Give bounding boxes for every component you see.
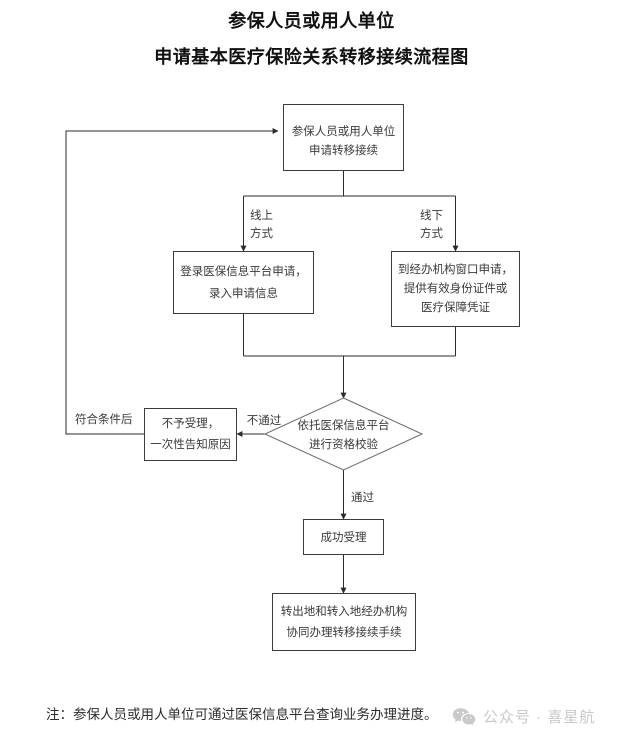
node-online-line-1: 登录医保信息平台申请，	[180, 264, 307, 278]
title-line-1: 参保人员或用人单位	[228, 11, 395, 31]
edge-label-requalify: 符合条件后	[75, 412, 133, 426]
edge-label-online-branch: 线上 方式	[250, 208, 273, 240]
node-online-application: 登录医保信息平台申请， 录入申请信息	[173, 251, 314, 314]
watermark-text: 公众号 · 喜星航	[483, 709, 596, 726]
footer-note: 注：参保人员或用人单位可通过医保信息平台查询业务办理进度。	[46, 707, 438, 722]
edge-label-offline-line-2: 方式	[420, 226, 443, 240]
node-verification-decision: 依托医保信息平台 进行资格校验	[263, 397, 424, 471]
node-reject: 不予受理， 一次性告知原因	[144, 408, 237, 461]
edge-label-online-line-1: 线上	[250, 208, 273, 222]
node-accepted-line-1: 成功受理	[321, 531, 367, 544]
node-start-line-2: 申请转移接续	[309, 143, 378, 157]
node-start: 参保人员或用人单位 申请转移接续	[283, 104, 404, 171]
edge-label-offline-branch: 线下 方式	[420, 208, 443, 240]
node-reject-line-1: 不予受理，	[162, 417, 220, 430]
node-start-line-1: 参保人员或用人单位	[292, 124, 396, 138]
node-handover-line-2: 协同办理转移接续手续	[287, 625, 402, 639]
node-online-line-2: 录入申请信息	[209, 286, 278, 300]
edge-label-online-line-2: 方式	[250, 226, 273, 240]
node-offline-line-2: 提供有效身份证件或	[404, 281, 508, 295]
edge-label-fail: 不通过	[247, 414, 282, 427]
node-reject-line-2: 一次性告知原因	[150, 437, 231, 451]
node-accepted: 成功受理	[303, 519, 384, 555]
watermark: 公众号 · 喜星航	[452, 706, 595, 727]
node-verify-line-2: 进行资格校验	[309, 437, 378, 451]
node-handover-line-1: 转出地和转入地经办机构	[281, 604, 408, 618]
edge-label-offline-line-1: 线下	[420, 208, 443, 222]
page-title: 参保人员或用人单位 申请基本医疗保险关系转移接续流程图	[0, 8, 623, 70]
node-handover: 转出地和转入地经办机构 协同办理转移接续手续	[272, 593, 416, 651]
node-offline-line-1: 到经办机构窗口申请，	[398, 262, 513, 276]
wechat-icon	[452, 707, 476, 727]
node-offline-application: 到经办机构窗口申请， 提供有效身份证件或 医疗保障凭证	[391, 251, 520, 327]
title-line-2: 申请基本医疗保险关系转移接续流程图	[154, 47, 469, 67]
edge-reject-to-start-loop	[65, 128, 279, 435]
edge-label-pass: 通过	[351, 491, 374, 504]
node-offline-line-3: 医疗保障凭证	[421, 300, 490, 314]
node-verify-line-1: 依托医保信息平台	[298, 418, 390, 432]
